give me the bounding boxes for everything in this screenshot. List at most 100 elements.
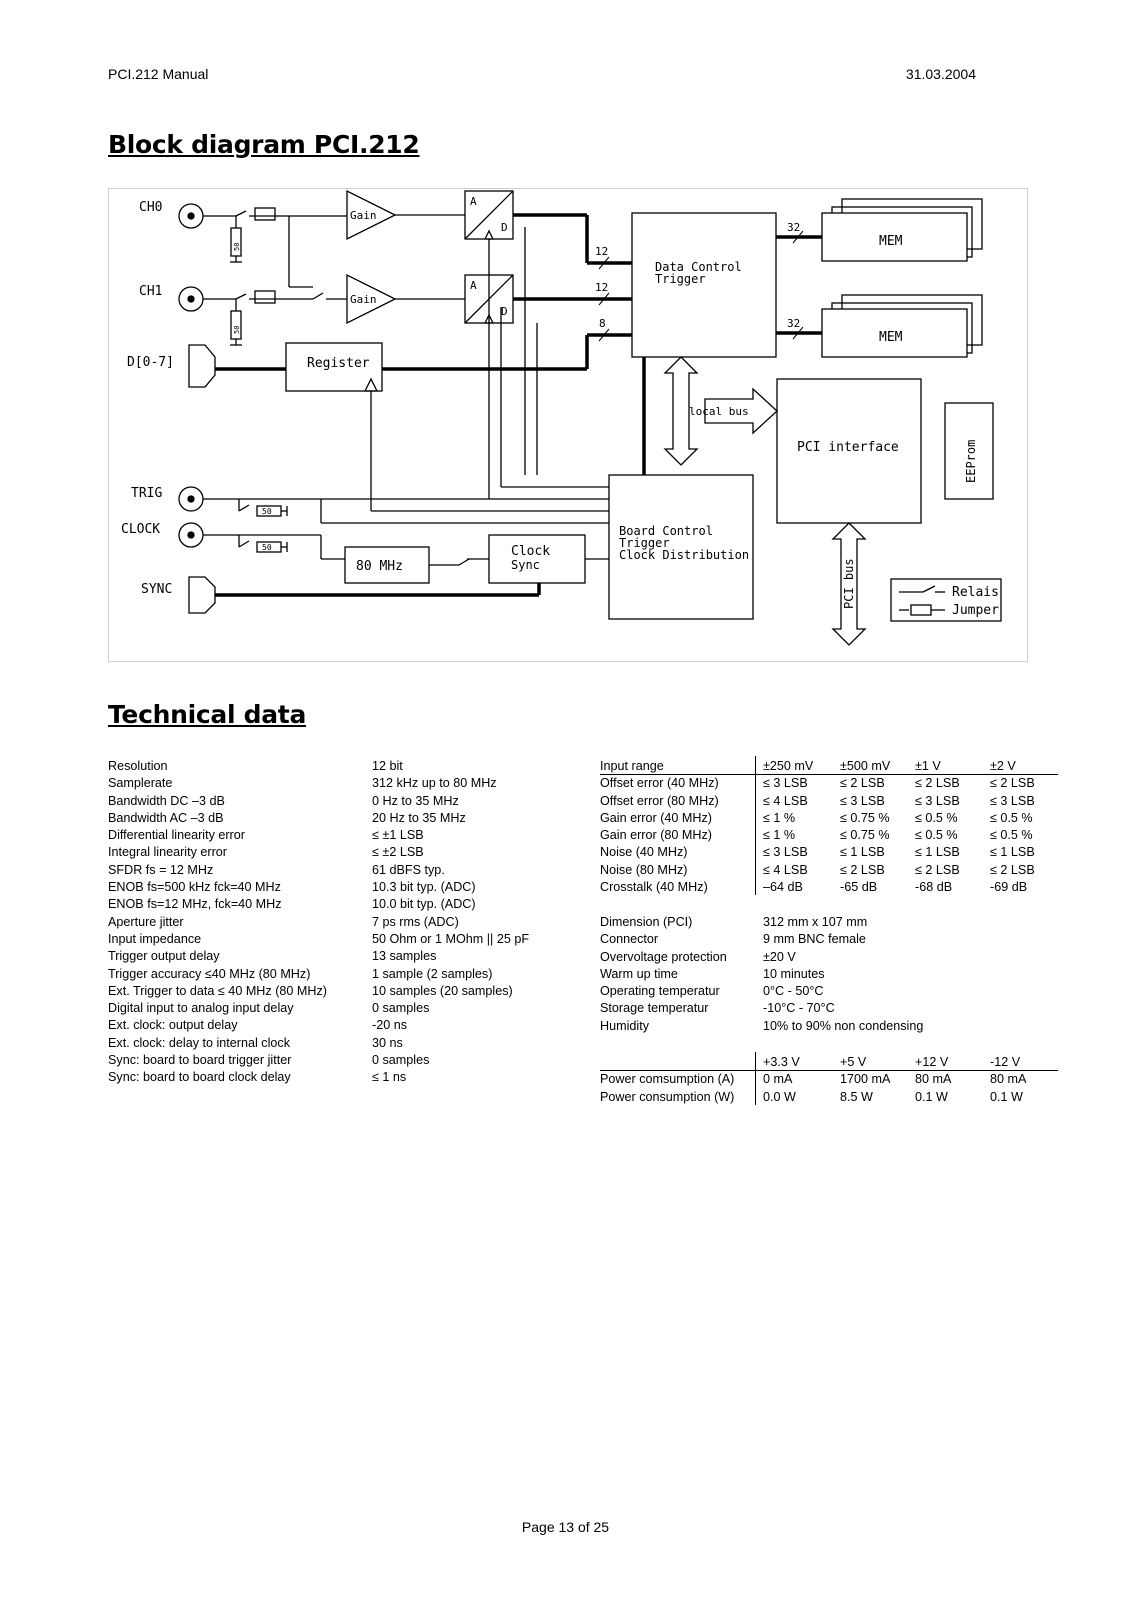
range-cell: ≤ 3 LSB	[840, 793, 885, 808]
local-bus-label: local bus	[689, 405, 749, 418]
power-header-cell: +12 V	[915, 1055, 949, 1069]
osc-label: 80 MHz	[356, 559, 403, 574]
spec-cell: -20 ns	[372, 1018, 408, 1033]
mech-cell: 312 mm x 107 mm	[763, 915, 868, 929]
range-cell: ≤ 2 LSB	[840, 776, 885, 791]
mechanical-table: Dimension (PCI) 312 mm x 107 mm Connector 9…	[600, 914, 1060, 1035]
spec-cell: ENOB fs=12 MHz, fck=40 MHz	[108, 897, 282, 912]
spec-cell: 20 Hz to 35 MHz	[372, 810, 466, 825]
range-cell: ≤ 0.75 %	[840, 828, 890, 843]
bus-width-b: 12	[595, 281, 608, 294]
mech-cell: Humidity	[600, 1018, 649, 1033]
pci-bus-label: PCI bus	[842, 558, 856, 609]
spec-cell: 312 kHz up to 80 MHz	[372, 776, 497, 791]
power-cell: 0.0 W	[763, 1089, 796, 1104]
range-cell: ≤ 1 LSB	[840, 845, 885, 860]
range-cell: ≤ 2 LSB	[840, 862, 885, 877]
range-cell: ≤ 1 %	[763, 828, 796, 843]
power-header-cell: +3.3 V	[763, 1055, 800, 1069]
spec-cell: ≤ 1 ns	[372, 1070, 407, 1085]
mech-cell: Dimension (PCI)	[600, 915, 693, 929]
range-table-divider	[755, 756, 756, 895]
spec-cell: Ext. clock: output delay	[108, 1018, 238, 1033]
adc1-d: D	[501, 305, 508, 318]
block-diagram-heading: Block diagram PCI.212	[108, 130, 420, 159]
board-control-sub2: Clock Distribution	[619, 548, 749, 562]
range-cell: ≤ 0.5 %	[990, 810, 1033, 825]
spec-row: Ext. clock: output delay -20 ns	[108, 1017, 578, 1034]
mem-1: MEM	[879, 234, 903, 249]
data-control-sub: Trigger	[655, 272, 706, 286]
res-ch0: 50	[233, 243, 241, 251]
mech-cell: 9 mm BNC female	[763, 932, 866, 947]
block-diagram: CH0 CH1 D[0-7] TRIG CLOCK SYNC Gain Gain…	[108, 188, 1028, 662]
spec-cell: 10 samples (20 samples)	[372, 983, 513, 998]
spec-cell: 30 ns	[372, 1035, 403, 1050]
range-header-cell: ±2 V	[990, 759, 1016, 773]
power-header-cell: +5 V	[840, 1055, 867, 1069]
spec-row: Sync: board to board clock delay ≤ 1 ns	[108, 1069, 578, 1086]
power-table-divider	[755, 1052, 756, 1105]
range-cell: ≤ 3 LSB	[915, 793, 960, 808]
range-cell: Noise (40 MHz)	[600, 845, 688, 860]
label-ch1: CH1	[139, 284, 162, 299]
adc0-a: A	[470, 195, 477, 208]
gain-ch1: Gain	[350, 293, 377, 306]
range-cell: ≤ 2 LSB	[915, 862, 960, 877]
range-cell: ≤ 0.5 %	[915, 828, 958, 843]
spec-cell: Trigger accuracy ≤40 MHz (80 MHz)	[108, 966, 311, 981]
mech-cell: -10°C - 70°C	[763, 1001, 835, 1016]
spec-row: Differential linearity error≤ ±1 LSB	[108, 827, 578, 844]
power-cell: 80 mA	[990, 1072, 1027, 1087]
range-header-cell: ±1 V	[915, 759, 941, 773]
spec-cell: Samplerate	[108, 776, 173, 791]
mech-cell: Connector	[600, 932, 659, 947]
spec-cell: Digital input to analog input delay	[108, 1001, 294, 1016]
bus-width-c: 8	[599, 317, 606, 330]
range-cell: ≤ 4 LSB	[763, 793, 808, 808]
spec-cell: ≤ ±1 LSB	[372, 828, 424, 843]
bus-width-a: 12	[595, 245, 608, 258]
spec-cell: 0 Hz to 35 MHz	[372, 793, 459, 808]
range-cell: ≤ 0.75 %	[840, 810, 890, 825]
spec-cell: Integral linearity error	[108, 845, 227, 860]
res-trig: 50	[262, 507, 272, 516]
mech-cell: Warm up time	[600, 966, 678, 981]
range-cell: ≤ 2 LSB	[915, 776, 960, 791]
mech-cell: Operating temperatur	[600, 984, 720, 999]
spec-cell: Bandwidth AC –3 dB	[108, 810, 224, 825]
spec-row: Bandwidth AC –3 dB 20 Hz to 35 MHz	[108, 810, 578, 827]
power-cell: 0.1 W	[990, 1089, 1023, 1104]
mech-cell: 10 minutes	[763, 966, 825, 981]
legend-relais: Relais	[952, 585, 999, 600]
range-cell: ≤ 1 LSB	[990, 845, 1035, 860]
adc1-a: A	[470, 279, 477, 292]
range-cell: Noise (80 MHz)	[600, 862, 688, 877]
mech-row: Storage temperatur-10°C - 70°C	[600, 1000, 1060, 1017]
range-row: Gain error (40 MHz)≤ 1 %≤ 0.75 %≤ 0.5 %≤…	[600, 810, 1060, 827]
power-cell: 0.1 W	[915, 1089, 948, 1104]
mech-row: Overvoltage protection±20 V	[600, 949, 1060, 966]
power-cell: Power comsumption (A)	[600, 1072, 735, 1087]
spec-cell: Sync: board to board clock delay	[108, 1070, 291, 1085]
range-cell: -65 dB	[840, 880, 878, 895]
range-row: Noise (80 MHz)≤ 4 LSB≤ 2 LSB≤ 2 LSB≤ 2 L…	[600, 862, 1060, 879]
spec-cell: Ext. clock: delay to internal clock	[108, 1035, 290, 1050]
range-cell: -68 dB	[915, 880, 953, 895]
label-d07: D[0-7]	[127, 355, 174, 370]
range-cell: Crosstalk (40 MHz)	[600, 880, 708, 895]
spec-cell: 1 sample (2 samples)	[372, 966, 493, 981]
board-control-sub1: Trigger	[619, 536, 670, 550]
range-cell: ≤ 0.5 %	[915, 810, 958, 825]
legend-jumper: Jumper	[952, 603, 999, 618]
mech-row: Dimension (PCI) 312 mm x 107 mm	[600, 914, 1060, 931]
board-control-label: Board Control	[619, 524, 713, 538]
